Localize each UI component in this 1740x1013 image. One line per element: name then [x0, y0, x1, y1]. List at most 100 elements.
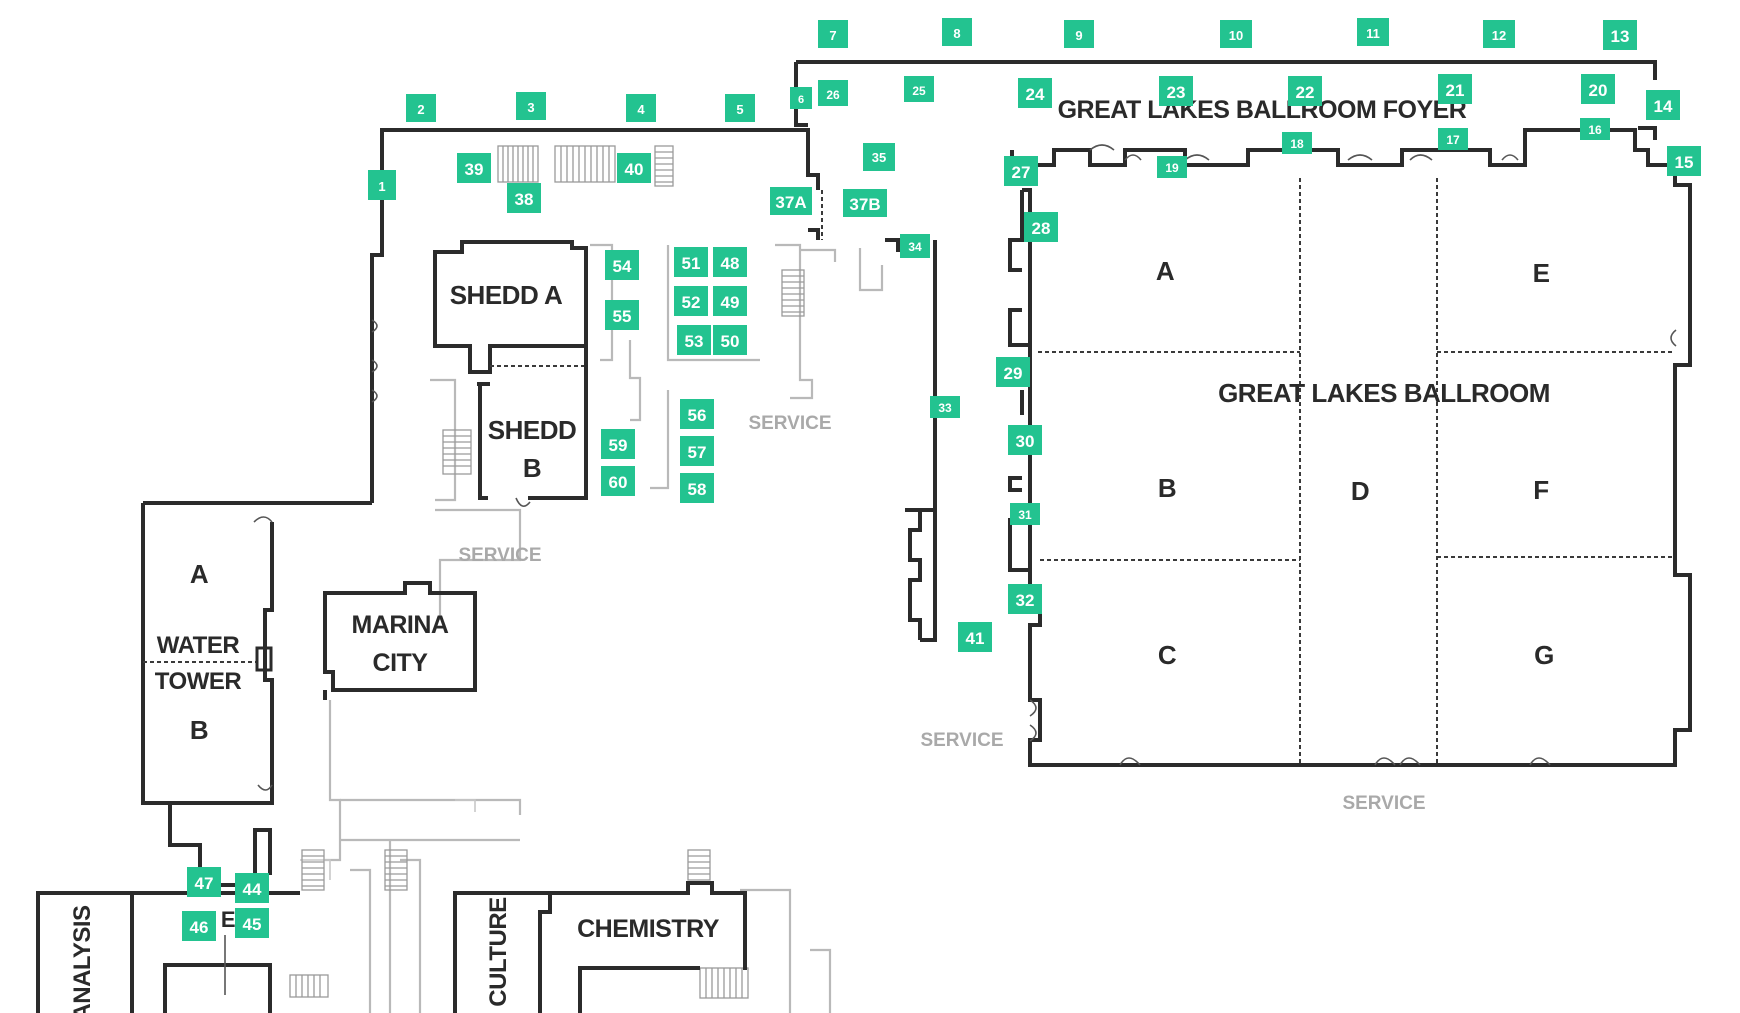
marker-41[interactable]: 41: [958, 622, 992, 652]
marker-27[interactable]: 27: [1004, 156, 1038, 186]
marker-28[interactable]: 28: [1024, 212, 1058, 242]
water-tower-label-2: TOWER: [155, 668, 242, 695]
chemistry-label: CHEMISTRY: [577, 915, 720, 943]
marker-40[interactable]: 40: [617, 153, 651, 183]
marker-6[interactable]: 6: [790, 87, 812, 109]
marker-52[interactable]: 52: [674, 286, 708, 316]
marker-label: 50: [721, 332, 740, 351]
marker-label: 17: [1446, 133, 1460, 147]
shedd-b-label-1: SHEDD: [488, 415, 577, 445]
marker-label: 60: [609, 473, 628, 492]
stair-south-2: [384, 849, 408, 891]
marina-city-label-1: MARINA: [352, 611, 449, 639]
service-label: SERVICE: [1342, 793, 1425, 814]
marker-60[interactable]: 60: [601, 466, 635, 496]
marker-17[interactable]: 17: [1438, 128, 1468, 150]
marker-37a[interactable]: 37A: [770, 187, 812, 215]
marker-44[interactable]: 44: [235, 873, 269, 903]
marker-39[interactable]: 39: [457, 153, 491, 183]
marker-16[interactable]: 16: [1580, 118, 1610, 140]
marker-53[interactable]: 53: [677, 325, 711, 355]
marker-55[interactable]: 55: [605, 300, 639, 330]
marker-2[interactable]: 2: [406, 94, 436, 122]
marker-4[interactable]: 4: [626, 94, 656, 122]
stair-south-1: [301, 849, 325, 891]
marker-label: 1: [378, 179, 385, 194]
marker-59[interactable]: 59: [601, 429, 635, 459]
marker-label: 53: [685, 332, 704, 351]
marker-51[interactable]: 51: [674, 247, 708, 277]
marker-33[interactable]: 33: [930, 396, 960, 418]
room-labels: GREAT LAKES BALLROOM FOYER GREAT LAKES B…: [69, 96, 1554, 1013]
stair-north-1: [497, 145, 539, 183]
marker-10[interactable]: 10: [1220, 20, 1252, 48]
marker-45[interactable]: 45: [235, 908, 269, 938]
marker-25[interactable]: 25: [904, 76, 934, 102]
marker-label: 24: [1026, 85, 1045, 104]
marker-label: 31: [1018, 508, 1032, 522]
marker-label: 56: [688, 406, 707, 425]
marker-label: 15: [1675, 153, 1694, 172]
marker-29[interactable]: 29: [996, 357, 1030, 387]
marker-18[interactable]: 18: [1282, 132, 1312, 154]
marker-49[interactable]: 49: [713, 286, 747, 316]
stair-north-2: [554, 145, 616, 183]
marker-label: 21: [1446, 81, 1465, 100]
stair-north-3: [654, 145, 674, 187]
marker-38[interactable]: 38: [507, 183, 541, 213]
marker-37b[interactable]: 37B: [843, 189, 887, 217]
marker-24[interactable]: 24: [1018, 78, 1052, 108]
marker-12[interactable]: 12: [1483, 20, 1515, 48]
marker-label: 28: [1032, 219, 1051, 238]
marker-32[interactable]: 32: [1008, 584, 1042, 614]
marker-47[interactable]: 47: [187, 867, 221, 897]
marker-label: 5: [736, 102, 743, 117]
marker-30[interactable]: 30: [1008, 425, 1042, 455]
marker-34[interactable]: 34: [900, 234, 930, 258]
marker-label: 22: [1296, 83, 1315, 102]
marker-56[interactable]: 56: [680, 399, 714, 429]
marker-54[interactable]: 54: [605, 250, 639, 280]
marker-48[interactable]: 48: [713, 247, 747, 277]
marker-label: 44: [243, 880, 262, 899]
marker-57[interactable]: 57: [680, 436, 714, 466]
marker-label: 26: [826, 88, 840, 102]
marker-label: 27: [1012, 163, 1031, 182]
marker-8[interactable]: 8: [942, 18, 972, 46]
marker-13[interactable]: 13: [1603, 20, 1637, 50]
water-tower-b-label: B: [190, 715, 208, 745]
marker-50[interactable]: 50: [713, 325, 747, 355]
marker-31[interactable]: 31: [1010, 503, 1040, 525]
marker-11[interactable]: 11: [1357, 18, 1389, 46]
marker-22[interactable]: 22: [1288, 76, 1322, 106]
marker-35[interactable]: 35: [863, 143, 895, 171]
marker-1[interactable]: 1: [368, 170, 396, 200]
marker-21[interactable]: 21: [1438, 74, 1472, 104]
marker-9[interactable]: 9: [1064, 20, 1094, 48]
marker-label: 34: [908, 240, 922, 254]
marker-23[interactable]: 23: [1159, 76, 1193, 106]
marker-14[interactable]: 14: [1646, 90, 1680, 120]
marker-7[interactable]: 7: [818, 20, 848, 48]
marker-label: 41: [966, 629, 985, 648]
ballroom-e-label: E: [1533, 258, 1550, 288]
marker-label: 29: [1004, 364, 1023, 383]
marker-26[interactable]: 26: [818, 80, 848, 106]
marker-20[interactable]: 20: [1581, 74, 1615, 104]
culture-label: CULTURE: [485, 897, 512, 1007]
marker-15[interactable]: 15: [1667, 146, 1701, 176]
ballroom-label: GREAT LAKES BALLROOM: [1218, 378, 1550, 408]
ballroom-a-label: A: [1156, 256, 1175, 286]
marker-19[interactable]: 19: [1157, 156, 1187, 178]
marker-5[interactable]: 5: [725, 94, 755, 122]
service-label: SERVICE: [920, 730, 1003, 751]
marker-label: 20: [1589, 81, 1608, 100]
marker-58[interactable]: 58: [680, 473, 714, 503]
marker-label: 59: [609, 436, 628, 455]
marker-46[interactable]: 46: [182, 911, 216, 941]
marker-3[interactable]: 3: [516, 92, 546, 120]
marker-label: 33: [938, 401, 952, 415]
marker-label: 55: [613, 307, 632, 326]
marker-label: 46: [190, 918, 209, 937]
